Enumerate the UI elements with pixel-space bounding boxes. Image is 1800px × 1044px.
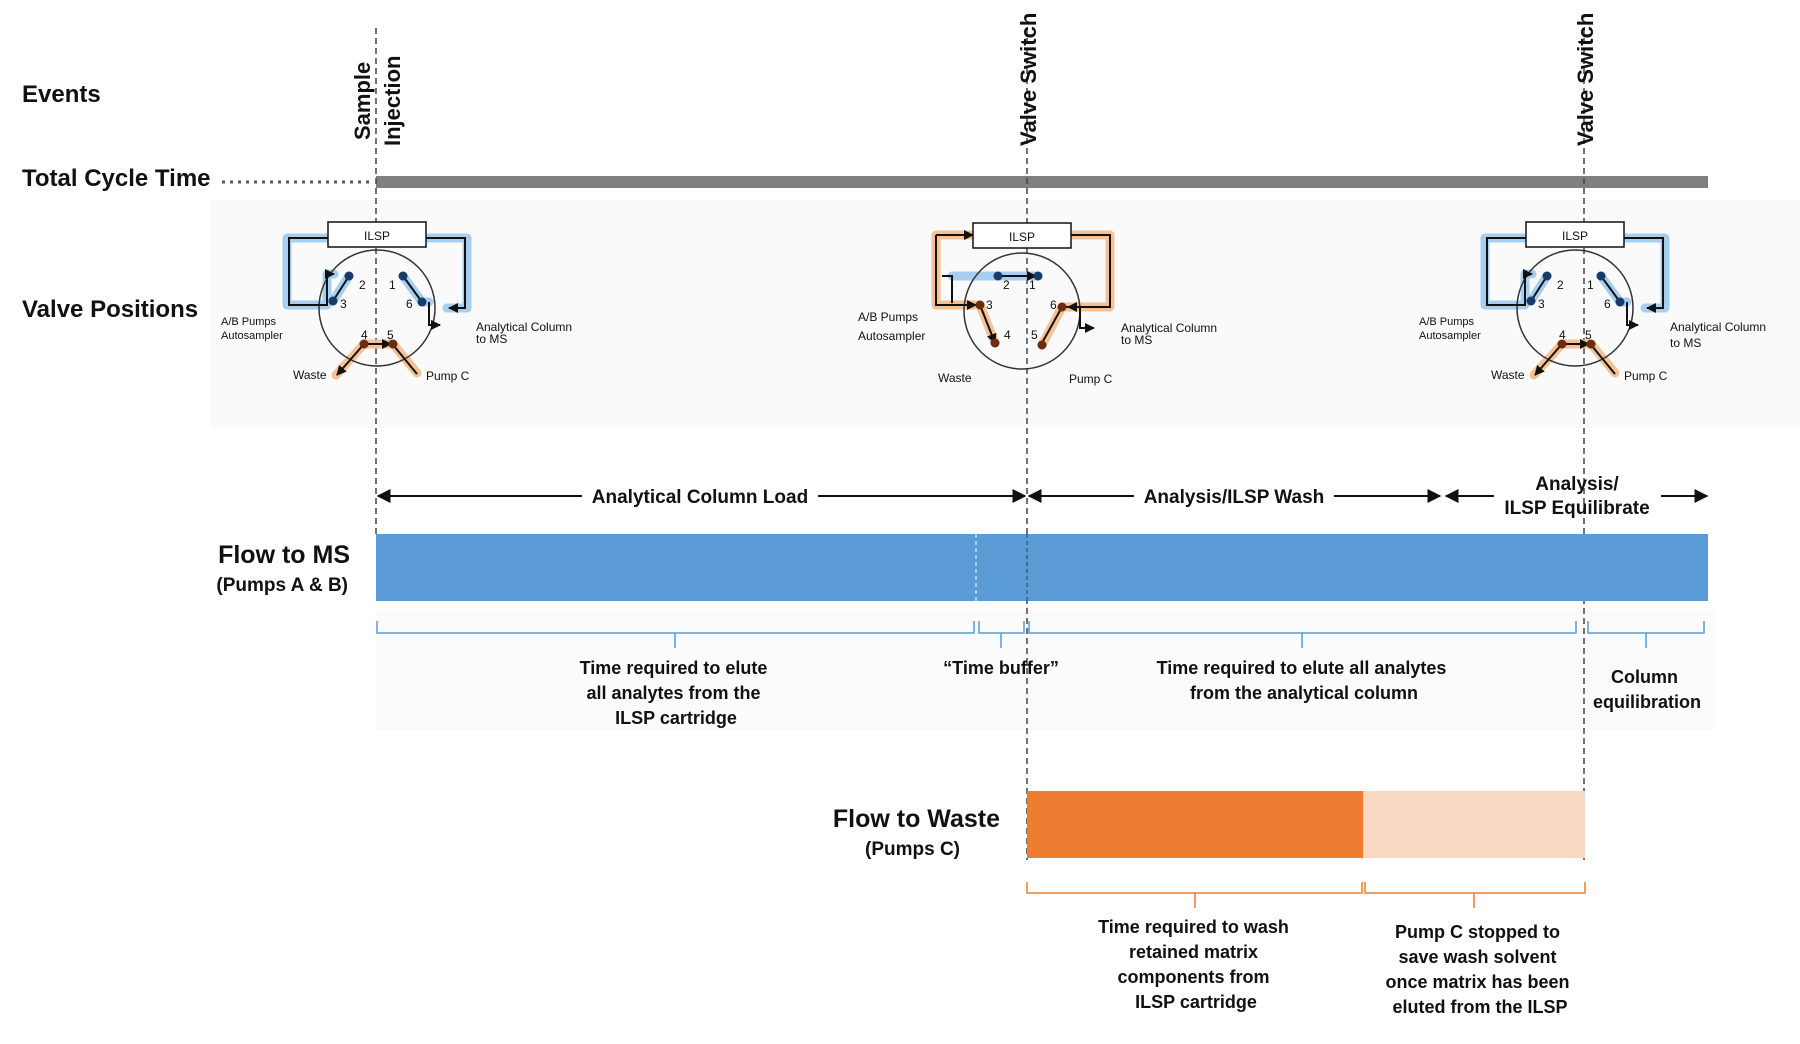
valve-positions-label: Valve Positions: [22, 296, 198, 323]
waste-label: Waste: [938, 371, 972, 385]
flow-ms-title: Flow to MS: [218, 541, 350, 569]
ilsp-box-label: ILSP: [1562, 229, 1588, 243]
port-6: 6: [1050, 298, 1057, 312]
total-cycle-time-bar: [376, 176, 1708, 188]
events-label: Events: [22, 81, 101, 108]
total-cycle-time-label: Total Cycle Time: [22, 165, 211, 192]
flow-ms-bar: [376, 534, 1708, 601]
autosampler-label: Autosampler: [858, 329, 925, 343]
ab-pumps-label: A/B Pumps: [1419, 316, 1475, 328]
brace-wash-matrix: [1026, 882, 1363, 908]
phase-wash-label: Analysis/ILSP Wash: [1144, 487, 1325, 508]
pump-c-label: Pump C: [426, 369, 470, 383]
port-2: 2: [1003, 278, 1010, 292]
to-ms-label: to MS: [1121, 333, 1152, 347]
port-6: 6: [406, 297, 413, 311]
ab-pumps-label: A/B Pumps: [858, 310, 918, 324]
notes-panel-backdrop: [376, 610, 1716, 730]
port-1: 1: [389, 278, 396, 292]
ilsp-box-label: ILSP: [1009, 230, 1035, 244]
autosampler-label: Autosampler: [1419, 330, 1481, 342]
brace-time-buffer: [978, 621, 1025, 648]
valve-diagram-1: ILSP 1 2 3 4 5 6 A/B Pumps Autosampler A…: [221, 221, 572, 383]
waste-braces: [1026, 882, 1586, 908]
port-2: 2: [1557, 278, 1564, 292]
valve-switch-label-2: Valve Switch: [1573, 13, 1598, 146]
port-4: 4: [361, 328, 368, 342]
valve-diagram-2: ILSP 1 2 3 4 5 6 A/B Pumps Autosampler A…: [858, 222, 1217, 386]
pump-c-label: Pump C: [1624, 369, 1668, 383]
phase-equilibrate-label-2: ILSP Equilibrate: [1504, 498, 1649, 519]
waste-label: Waste: [1491, 368, 1525, 382]
note-wash-matrix: Time required to wash retained matrix co…: [1098, 917, 1294, 1012]
waste-label: Waste: [293, 368, 327, 382]
port-5: 5: [387, 328, 394, 342]
to-ms-label: to MS: [1670, 336, 1701, 350]
note-elute-ilsp: Time required to elute all analytes from…: [580, 658, 773, 728]
brace-pump-stopped: [1364, 882, 1586, 908]
port-5: 5: [1585, 328, 1592, 342]
pump-c-label: Pump C: [1069, 372, 1113, 386]
brace-equilibration: [1587, 621, 1705, 648]
phase-equilibrate-label-1: Analysis/: [1535, 474, 1619, 495]
port-3: 3: [1538, 297, 1545, 311]
sample-injection-label-2: Injection: [380, 56, 405, 146]
to-ms-label: to MS: [476, 332, 507, 346]
flow-waste-active-bar: [1027, 791, 1363, 858]
flow-waste-stopped-bar: [1363, 791, 1585, 858]
brace-elute-ilsp: [376, 621, 975, 648]
analytical-column-label: Analytical Column: [476, 320, 572, 334]
autosampler-label: Autosampler: [221, 330, 283, 342]
flow-waste-title: Flow to Waste: [833, 805, 1000, 833]
note-column-equilibration: Column equilibration: [1593, 667, 1701, 712]
port-5: 5: [1031, 328, 1038, 342]
valve-diagram-3: ILSP 1 2 3 4 5 6 A/B Pumps Autosampler A…: [1419, 221, 1766, 383]
port-4: 4: [1559, 328, 1566, 342]
note-elute-column: Time required to elute all analytes from…: [1157, 658, 1452, 703]
analytical-column-label: Analytical Column: [1670, 320, 1766, 334]
port-6: 6: [1604, 297, 1611, 311]
port-3: 3: [340, 297, 347, 311]
ilsp-box-label: ILSP: [364, 229, 390, 243]
note-time-buffer: “Time buffer”: [943, 658, 1059, 678]
port-1: 1: [1029, 278, 1036, 292]
flow-ms-subtitle: (Pumps A & B): [216, 575, 348, 596]
ab-pumps-label: A/B Pumps: [221, 316, 277, 328]
port-3: 3: [986, 298, 993, 312]
note-pump-stopped: Pump C stopped to save wash solvent once…: [1385, 922, 1574, 1017]
phase-load-label: Analytical Column Load: [592, 487, 808, 508]
sample-injection-label-1: Sample: [350, 62, 375, 140]
port-4: 4: [1004, 328, 1011, 342]
port-2: 2: [359, 278, 366, 292]
ms-braces: [376, 621, 1705, 648]
brace-elute-column: [1028, 621, 1577, 648]
analytical-column-label: Analytical Column: [1121, 321, 1217, 335]
port-1: 1: [1587, 278, 1594, 292]
flow-waste-subtitle: (Pumps C): [865, 839, 960, 860]
valve-switch-label-1: Valve Switch: [1016, 13, 1041, 146]
